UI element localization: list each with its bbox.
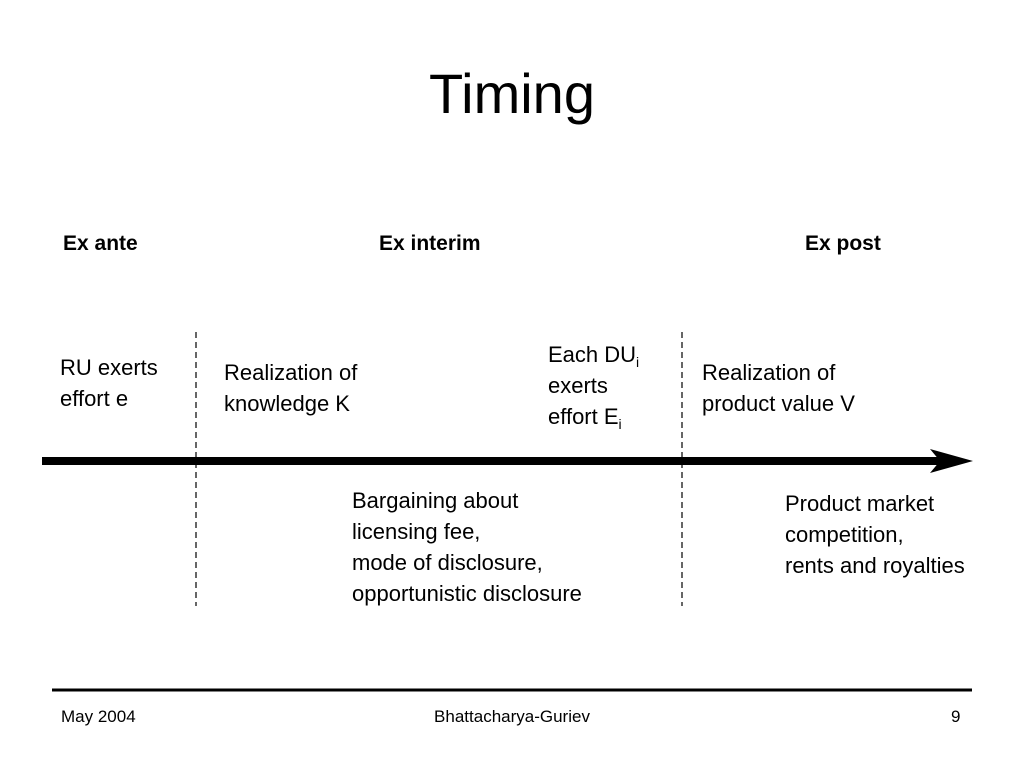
phase-label-ex-interim: Ex interim (379, 232, 481, 255)
event-market-line2: competition, (785, 522, 904, 547)
event-value-line1: Realization of (702, 360, 836, 385)
event-bargaining-line2: licensing fee, (352, 519, 481, 544)
event-market-line1: Product market (785, 491, 935, 516)
event-ru-effort-line1: RU exerts (60, 355, 158, 380)
event-knowledge-realization: Realization of knowledge K (224, 357, 357, 419)
footer-page-number: 9 (951, 707, 961, 726)
event-du-line3-subscript: i (618, 416, 622, 432)
event-du-line1: Each DUi (548, 339, 639, 370)
slide-title: Timing (429, 62, 595, 125)
event-market-competition: Product market competition, rents and ro… (785, 488, 965, 581)
phase-label-ex-post: Ex post (805, 232, 881, 255)
phase-label-ex-ante: Ex ante (63, 232, 138, 255)
event-du-line3: effort Ei (548, 401, 639, 432)
event-value-realization: Realization of product value V (702, 357, 855, 419)
event-du-line1-subscript: i (636, 354, 640, 370)
footer-authors: Bhattacharya-Guriev (434, 707, 590, 726)
event-market-line3: rents and royalties (785, 553, 965, 578)
footer-date: May 2004 (61, 707, 136, 726)
event-knowledge-line2: knowledge K (224, 391, 350, 416)
event-bargaining: Bargaining about licensing fee, mode of … (352, 485, 582, 609)
event-du-line1-text: Each DU (548, 342, 637, 367)
timeline-arrowhead (930, 449, 973, 473)
event-value-line2: product value V (702, 391, 855, 416)
event-ru-effort-line2: effort e (60, 386, 129, 411)
event-ru-effort: RU exerts effort e (60, 352, 158, 414)
event-du-line2: exerts (548, 373, 608, 398)
event-du-line3-text: effort E (548, 404, 619, 429)
event-knowledge-line1: Realization of (224, 360, 358, 385)
event-bargaining-line1: Bargaining about (352, 488, 519, 513)
event-du-effort: Each DUi exerts effort Ei (548, 339, 639, 432)
event-bargaining-line3: mode of disclosure, (352, 550, 543, 575)
event-bargaining-line4: opportunistic disclosure (352, 581, 582, 606)
